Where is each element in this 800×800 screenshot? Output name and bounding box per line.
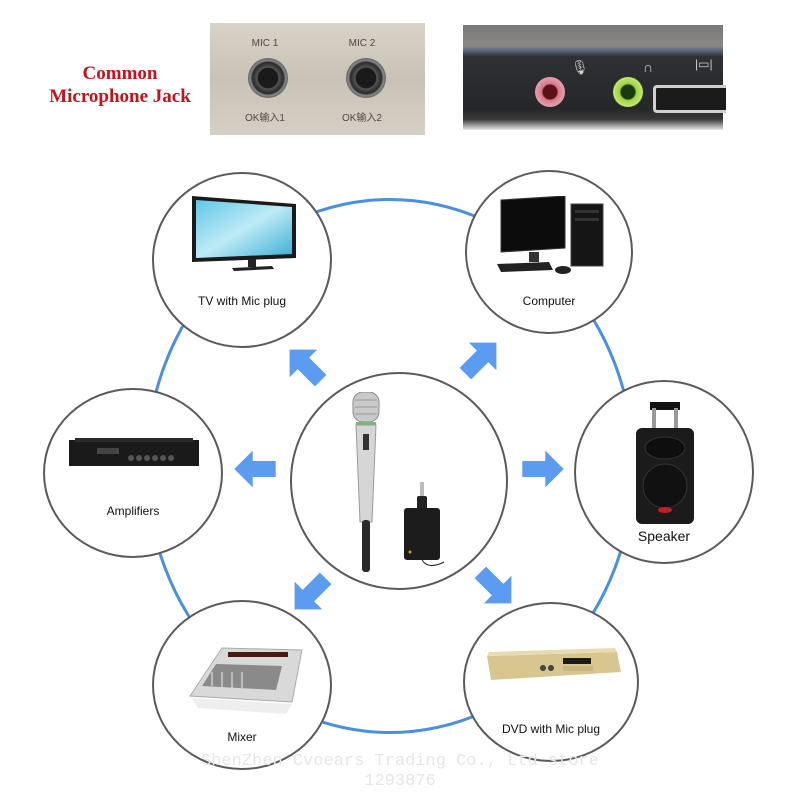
mic-jack-1 <box>248 58 288 98</box>
arrow-to-mixer <box>294 572 332 610</box>
mixer-image <box>189 647 303 714</box>
mic-port-pink <box>535 77 565 107</box>
hdmi-icon: |▭| <box>695 57 713 71</box>
arrow-to-computer <box>459 342 497 380</box>
watermark-line-1: ShenZhen Cvoears Trading Co., Ltd store <box>201 752 599 771</box>
node-amplifiers: Amplifiers <box>43 388 223 558</box>
node-speaker-label: Speaker <box>637 528 691 544</box>
receiver-image <box>404 482 445 566</box>
node-mixer: Mixer <box>152 600 332 770</box>
node-dvd-label: DVD with Mic plug <box>501 722 601 736</box>
laptop-ports-photo: 🎙 ∩ |▭| <box>463 25 726 130</box>
node-amplifiers-label: Amplifiers <box>106 504 160 518</box>
title-line-2: Microphone Jack <box>49 86 191 107</box>
node-computer-label: Computer <box>522 294 576 308</box>
node-mixer-label: Mixer <box>227 730 257 744</box>
computer-image <box>497 196 604 274</box>
jack2-sub-label: OK输入2 <box>341 113 382 124</box>
node-tv-label: TV with Mic plug <box>197 294 287 308</box>
dvd-player-image <box>487 648 621 680</box>
jack1-label: MIC 1 <box>251 38 279 49</box>
mic-jack-2 <box>346 58 386 98</box>
jack1-sub-label: OK输入1 <box>244 113 285 124</box>
watermark-line-2: 1293876 <box>364 772 436 791</box>
title: Common Microphone Jack <box>20 62 220 108</box>
node-dvd: DVD with Mic plug <box>463 602 639 762</box>
hdmi-port <box>653 85 726 113</box>
arrow-to-dvd <box>474 566 512 604</box>
headphone-port-green <box>613 77 643 107</box>
speaker-image <box>636 402 694 524</box>
mic-jack-panel-photo: MIC 1 MIC 2 OK输入1 OK输入2 <box>210 23 425 135</box>
node-speaker: Speaker <box>574 380 754 564</box>
arrow-to-tv <box>289 349 327 387</box>
title-line-1: Common <box>82 63 158 84</box>
amplifier-image <box>69 438 199 466</box>
node-tv: TV with Mic plug <box>152 172 332 348</box>
center-node-microphone <box>290 372 508 590</box>
store-watermark: ShenZhen Cvoears Trading Co., Ltd store … <box>180 752 620 792</box>
node-computer: Computer <box>465 170 633 334</box>
tv-image <box>192 196 296 271</box>
jack2-label: MIC 2 <box>348 38 376 49</box>
arrow-to-amplifiers <box>234 450 276 488</box>
microphone-icon: 🎙 <box>571 59 589 75</box>
microphone-image <box>352 392 380 572</box>
arrow-to-speaker <box>522 450 564 488</box>
headphones-icon: ∩ <box>643 59 654 75</box>
